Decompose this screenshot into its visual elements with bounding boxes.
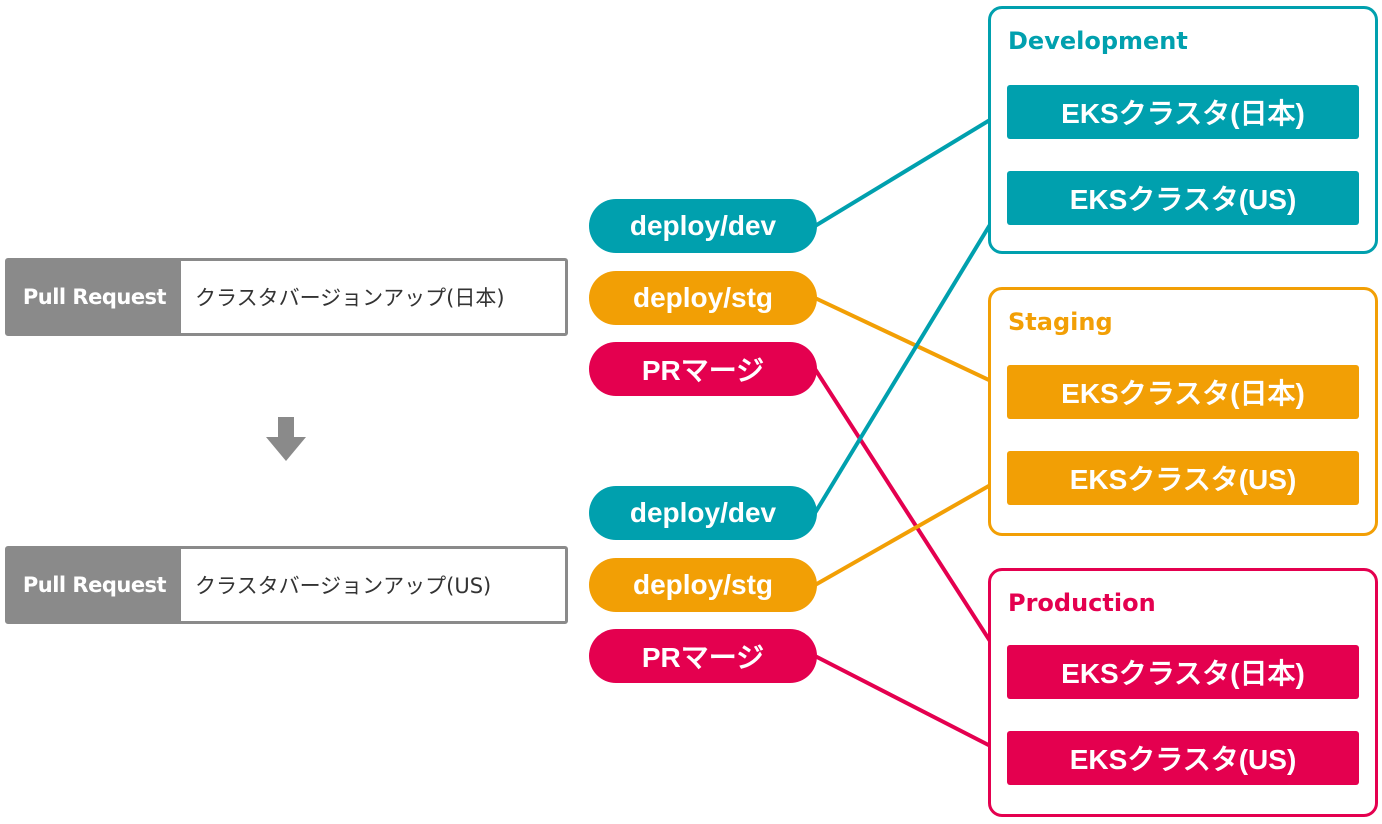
down-arrow-icon	[266, 417, 306, 461]
environment-title: Production	[1008, 589, 1156, 617]
eks-cluster-prod-japan: EKSクラスタ(日本)	[1007, 645, 1359, 699]
trigger-deploy-stg-japan: deploy/stg	[589, 271, 817, 325]
pull-request-label: Pull Request	[8, 261, 181, 333]
connector-line	[814, 654, 1009, 757]
eks-cluster-stg-us: EKSクラスタ(US)	[1007, 451, 1359, 505]
pull-request-title: クラスタバージョンアップ(日本)	[195, 286, 505, 310]
eks-cluster-prod-us: EKSクラスタ(US)	[1007, 731, 1359, 785]
connector-line	[813, 367, 1010, 671]
pull-request-title: クラスタバージョンアップ(US)	[195, 574, 492, 598]
connector-line	[813, 193, 1010, 515]
eks-cluster-stg-japan: EKSクラスタ(日本)	[1007, 365, 1359, 419]
trigger-deploy-stg-us: deploy/stg	[589, 558, 817, 612]
trigger-deploy-dev-us: deploy/dev	[589, 486, 817, 540]
environment-title: Development	[1008, 27, 1188, 55]
environment-title: Staging	[1008, 308, 1113, 336]
connector-line	[813, 107, 1010, 228]
trigger-pr-merge-japan: PRマージ	[589, 342, 817, 396]
trigger-pr-merge-us: PRマージ	[589, 629, 817, 683]
connector-line	[814, 473, 1009, 587]
eks-cluster-dev-us: EKSクラスタ(US)	[1007, 171, 1359, 225]
pull-request-japan: Pull Request クラスタバージョンアップ(日本)	[5, 258, 568, 336]
trigger-deploy-dev-japan: deploy/dev	[589, 199, 817, 253]
pull-request-us: Pull Request クラスタバージョンアップ(US)	[5, 546, 568, 624]
connector-line	[814, 296, 1009, 391]
eks-cluster-dev-japan: EKSクラスタ(日本)	[1007, 85, 1359, 139]
pull-request-label: Pull Request	[8, 549, 181, 621]
